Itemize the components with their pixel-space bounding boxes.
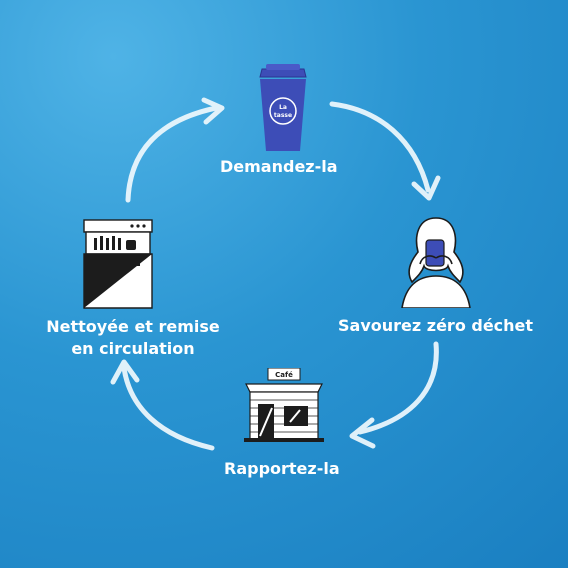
step-label-cleaned-line2: en circulation [71, 339, 195, 358]
cup-text-line1: La [279, 104, 287, 111]
cup-text-line2: tasse [274, 112, 292, 119]
dishwasher-icon [83, 219, 153, 309]
cafe-storefront-icon: Café [244, 368, 324, 442]
step-label-enjoy-text: Savourez zéro déchet [338, 316, 534, 335]
step-label-return-text: Rapportez-la [224, 459, 340, 478]
woman-drinking-icon [401, 217, 471, 308]
step-label-request: Demandez-la [220, 156, 338, 178]
arrow-bottom-left-head [110, 359, 140, 385]
arrow-bottom-right-head [349, 417, 376, 449]
step-label-return: Rapportez-la [224, 458, 340, 480]
arrow-bottom-left [121, 365, 215, 451]
arrow-top-right [329, 101, 431, 193]
step-label-request-text: Demandez-la [220, 157, 338, 176]
cafe-sign-text: Café [275, 371, 293, 379]
step-label-enjoy: Savourez zéro déchet [338, 315, 533, 337]
step-label-cleaned-line1: Nettoyée et remise [46, 317, 220, 336]
arrow-top-right-head [411, 175, 441, 201]
coffee-cup-icon: La tasse [259, 64, 307, 151]
arrow-top-left [125, 105, 219, 203]
arrow-bottom-right [357, 341, 439, 435]
arrow-top-left-head [201, 97, 225, 125]
step-label-cleaned: Nettoyée et remise en circulation [38, 316, 228, 360]
